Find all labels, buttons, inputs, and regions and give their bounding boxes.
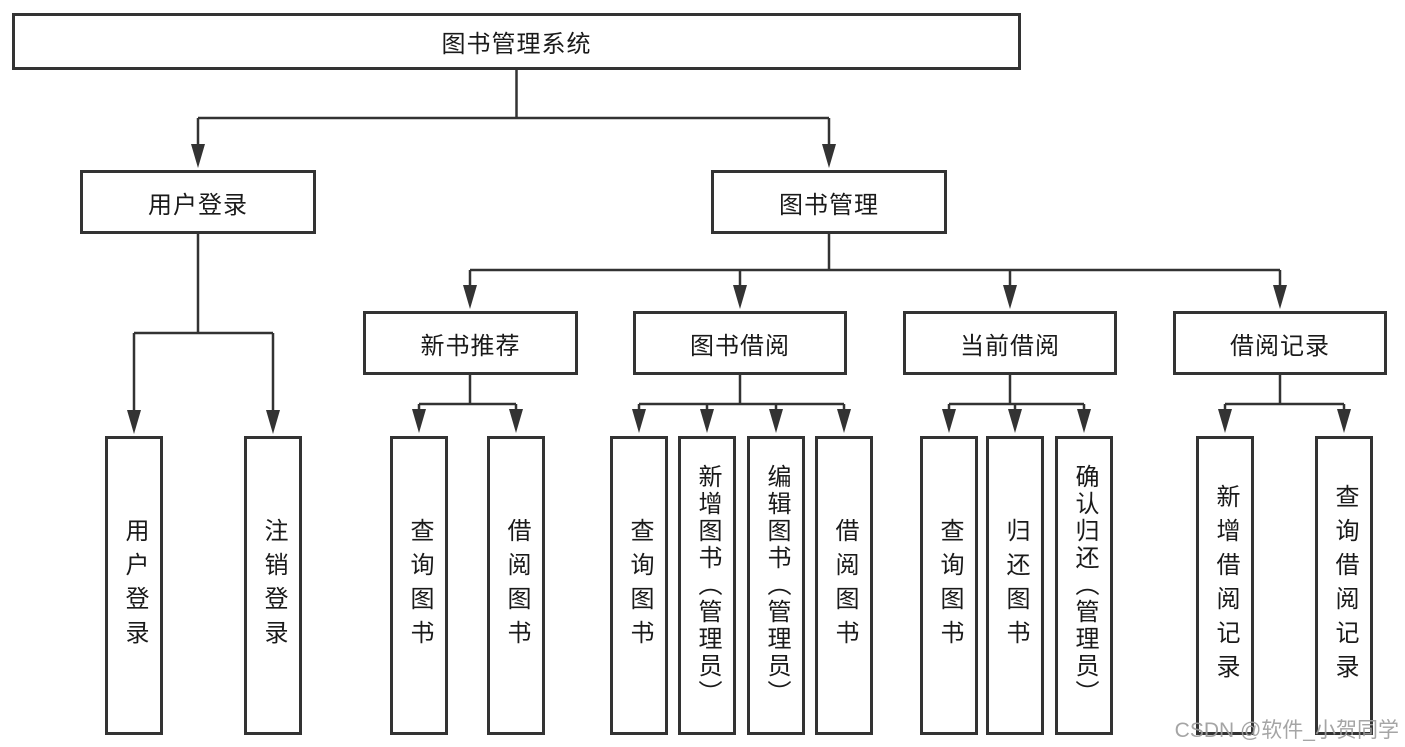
node-label: 借阅记录: [1230, 332, 1330, 360]
leaf-logout-login: 注销登录: [244, 436, 302, 735]
leaf-records-query-record: 查询借阅记录: [1315, 436, 1373, 735]
node-label: 当前借阅: [960, 332, 1060, 360]
leaf-borrowing-add-books-admin: 新增图书（管理员）: [678, 436, 736, 735]
node-current-borrowing: 当前借阅: [903, 311, 1117, 375]
node-book-management: 图书管理: [711, 170, 947, 234]
leaf-current-return-books: 归还图书: [986, 436, 1044, 735]
leaf-borrowing-borrow-books: 借阅图书: [815, 436, 873, 735]
leaf-current-query-books: 查询图书: [920, 436, 978, 735]
node-label: 图书借阅: [690, 332, 790, 360]
node-label: 图书管理系统: [441, 31, 592, 58]
node-label: 归还图书: [1002, 517, 1029, 654]
node-label: 编辑图书（管理员）: [763, 464, 790, 707]
node-user-login: 用户登录: [80, 170, 316, 234]
leaf-borrowing-edit-books-admin: 编辑图书（管理员）: [747, 436, 805, 735]
node-label: 查询借阅记录: [1331, 483, 1358, 688]
leaf-records-add-record: 新增借阅记录: [1196, 436, 1254, 735]
node-label: 查询图书: [936, 517, 963, 654]
leaf-recommend-query-books: 查询图书: [390, 436, 448, 735]
node-label: 借阅图书: [831, 517, 858, 654]
node-label: 新增图书（管理员）: [694, 464, 721, 707]
node-borrowing-records: 借阅记录: [1173, 311, 1387, 375]
leaf-recommend-borrow-books: 借阅图书: [487, 436, 545, 735]
leaf-borrowing-query-books: 查询图书: [610, 436, 668, 735]
node-label: 查询图书: [406, 517, 433, 654]
leaf-current-confirm-return-admin: 确认归还（管理员）: [1055, 436, 1113, 735]
node-book-borrowing: 图书借阅: [633, 311, 847, 375]
node-label: 用户登录: [148, 191, 248, 219]
node-new-book-recommend: 新书推荐: [363, 311, 578, 375]
node-label: 新增借阅记录: [1212, 483, 1239, 688]
node-label: 图书管理: [779, 191, 879, 219]
node-book-management-system: 图书管理系统: [12, 13, 1021, 70]
csdn-watermark: CSDN @软件_小贺同学: [1174, 719, 1399, 742]
node-label: 用户登录: [121, 517, 148, 654]
node-label: 查询图书: [626, 517, 653, 654]
leaf-user-login: 用户登录: [105, 436, 163, 735]
node-label: 借阅图书: [503, 517, 530, 654]
node-label: 注销登录: [260, 517, 287, 654]
node-label: 新书推荐: [420, 332, 521, 360]
node-label: 确认归还（管理员）: [1071, 464, 1098, 707]
